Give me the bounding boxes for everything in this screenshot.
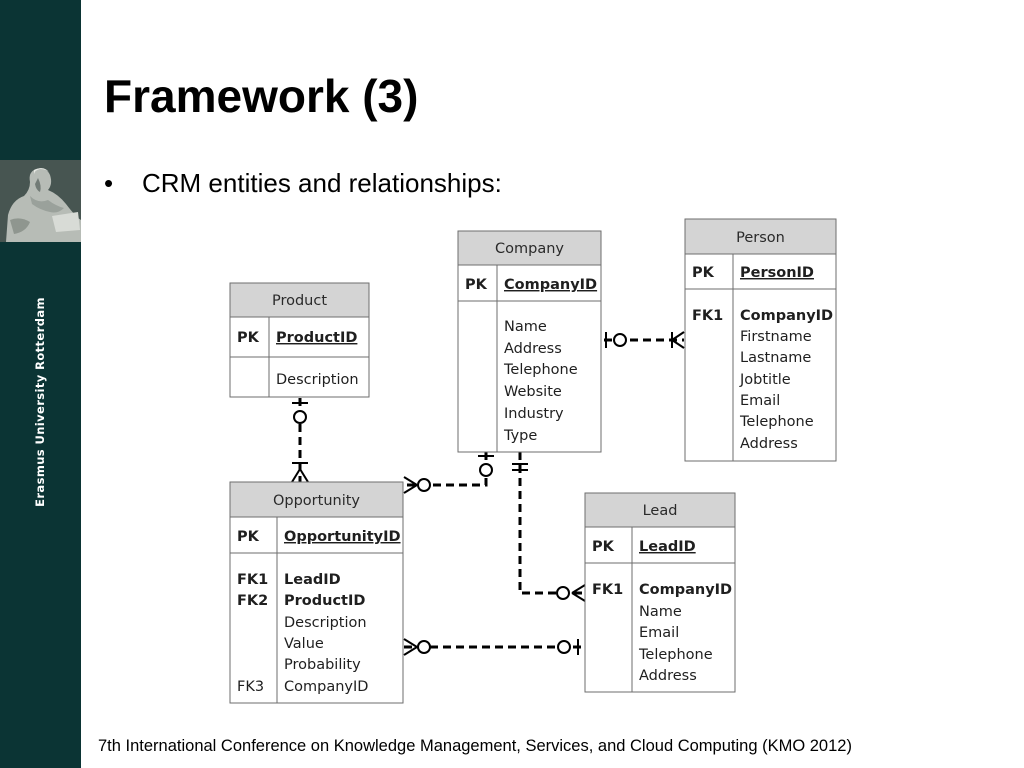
relationship-lead-opportunity [403, 638, 585, 656]
entity-person-attr: Firstname [740, 329, 812, 345]
entity-opportunity-pk-key: PK [237, 529, 260, 545]
entity-lead-pk-field: LeadID [639, 539, 696, 555]
entity-opportunity-attr: Value [284, 636, 324, 652]
entity-opportunity-fk1-key: FK1 [237, 572, 268, 588]
relationship-company-lead [512, 452, 586, 602]
slide-title: Framework (3) [104, 70, 419, 122]
entity-person-pk-key: PK [692, 265, 715, 281]
entity-company-name: Company [495, 241, 564, 257]
entity-company-pk-field: CompanyID [504, 277, 597, 293]
entity-lead-attr: Address [639, 668, 697, 684]
entity-person-attr: Address [740, 436, 798, 452]
entity-company-pk-key: PK [465, 277, 488, 293]
entity-lead-attr: CompanyID [639, 582, 732, 598]
entity-lead-pk-key: PK [592, 539, 615, 555]
entity-company-attr: Name [504, 319, 547, 335]
entity-product-attr: Description [276, 372, 359, 388]
relationship-product-opportunity [291, 398, 309, 483]
entity-opportunity-attr: Description [284, 615, 367, 631]
entity-lead: Lead PK LeadID FK1 CompanyID Name Email … [584, 492, 736, 693]
bullet-marker: • [104, 168, 114, 198]
entity-opportunity-attr: ProductID [284, 593, 365, 609]
entity-person-attr: Lastname [740, 350, 811, 366]
entity-product-name: Product [272, 293, 327, 309]
entity-opportunity-attr: Probability [284, 657, 361, 673]
entity-person-fk-key: FK1 [692, 308, 723, 324]
entity-person-attr: Telephone [739, 414, 814, 430]
entity-company-attr: Type [503, 428, 537, 444]
entity-opportunity-attr: LeadID [284, 572, 341, 588]
entity-lead-fk-key: FK1 [592, 582, 623, 598]
entity-lead-attr: Telephone [638, 647, 713, 663]
entity-product-pk-field: ProductID [276, 330, 357, 346]
entity-company-attr: Address [504, 341, 562, 357]
university-sidebar: Erasmus University Rotterdam [0, 0, 81, 768]
entity-company-attr: Industry [504, 406, 564, 422]
entity-lead-name: Lead [643, 503, 678, 519]
relationship-company-opportunity [403, 452, 494, 494]
entity-person-attr: CompanyID [740, 308, 833, 324]
entity-opportunity-attr: CompanyID [284, 679, 368, 695]
entity-company-attr: Website [504, 384, 562, 400]
entity-company-attr: Telephone [503, 362, 578, 378]
entity-person-name: Person [736, 230, 785, 246]
bullet-text: CRM entities and relationships: [142, 168, 502, 198]
entity-company: Company PK CompanyID Name Address Teleph… [457, 230, 602, 453]
entity-person-attr: Email [740, 393, 780, 409]
entity-lead-attr: Name [639, 604, 682, 620]
entity-person-attr: Jobtitle [739, 372, 791, 388]
entity-opportunity-pk-field: OpportunityID [284, 529, 401, 545]
entity-opportunity-name: Opportunity [273, 493, 360, 509]
entity-opportunity-fk3-key: FK3 [237, 679, 264, 695]
entity-person: Person PK PersonID FK1 CompanyID Firstna… [684, 218, 837, 462]
entity-opportunity: Opportunity PK OpportunityID FK1 FK2 FK3… [229, 481, 404, 704]
entity-product: Product PK ProductID Description [229, 282, 370, 398]
entity-product-pk-key: PK [237, 330, 260, 346]
entity-person-pk-field: PersonID [740, 265, 814, 281]
erasmus-statue-logo [0, 160, 81, 242]
entity-lead-attr: Email [639, 625, 679, 641]
relationship-company-person [604, 331, 685, 349]
entity-opportunity-fk2-key: FK2 [237, 593, 268, 609]
conference-footer: 7th International Conference on Knowledg… [98, 737, 852, 755]
